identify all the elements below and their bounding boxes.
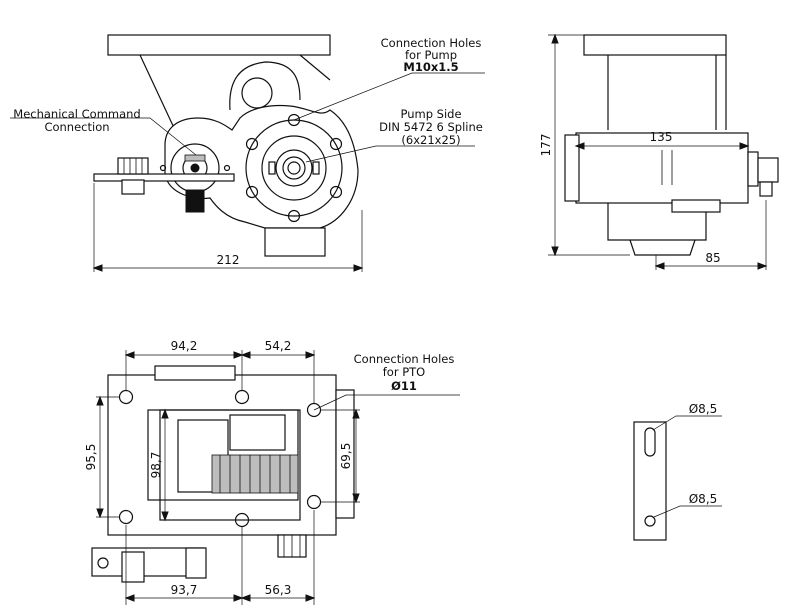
label-mech-cmd-2: Connection	[44, 120, 109, 134]
dim-side-length: 135	[650, 130, 673, 144]
label-pump-holes-1: Connection Holes	[381, 36, 482, 50]
dim-side-height: 177	[539, 134, 553, 157]
dim-slot-bottom: Ø8,5	[689, 492, 718, 506]
dim-right-height: 69,5	[339, 443, 353, 470]
label-pump-holes-2: for Pump	[405, 48, 457, 62]
label-pump-holes-3: M10x1.5	[403, 60, 458, 74]
front-leaders	[10, 72, 485, 163]
label-mech-cmd-1: Mechanical Command	[13, 107, 140, 121]
label-pto-holes-2: for PTO	[383, 365, 425, 379]
dim-left-height: 95,5	[84, 444, 98, 471]
front-view: 212	[92, 34, 364, 272]
dim-bottom-left: 93,7	[171, 583, 198, 597]
side-view: 177 135 85	[539, 33, 779, 270]
dim-top-left: 94,2	[171, 339, 198, 353]
label-pto-holes-1: Connection Holes	[354, 352, 455, 366]
label-pump-side-2: DIN 5472 6 Spline	[379, 120, 483, 134]
dim-inner-height: 98,7	[149, 452, 163, 479]
label-pump-side-3: (6x21x25)	[401, 133, 460, 147]
pto-view: 94,2 54,2 95,5 98,7 69,5 93,7 56,3	[84, 339, 460, 605]
dim-slot-top: Ø8,5	[689, 402, 718, 416]
dim-top-right: 54,2	[265, 339, 292, 353]
dim-bottom-right: 56,3	[265, 583, 292, 597]
dim-front-width: 212	[217, 253, 240, 267]
dim-side-offset: 85	[705, 251, 720, 265]
label-pto-holes-3: Ø11	[391, 379, 417, 393]
label-pump-side-1: Pump Side	[400, 107, 461, 121]
bracket-view	[633, 415, 722, 541]
